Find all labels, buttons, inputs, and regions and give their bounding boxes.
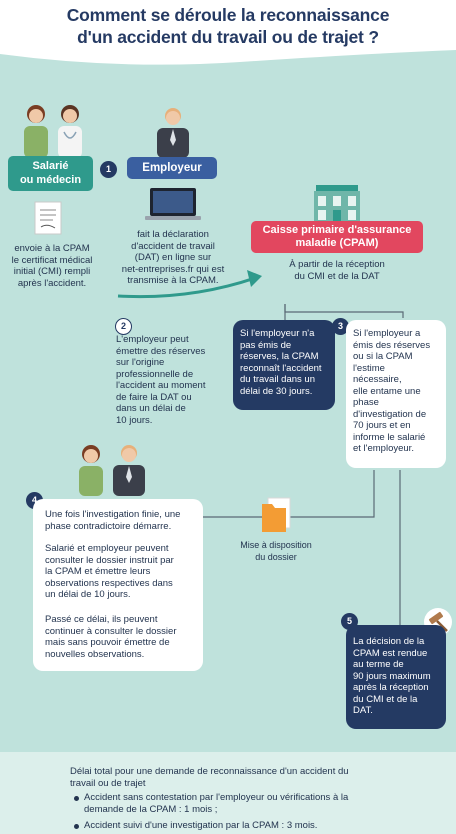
employeur-text: fait la déclaration d'accident de travai…: [121, 229, 225, 286]
step-5-card: La décision de la CPAM est rendue au ter…: [346, 625, 446, 729]
reserve-text: Si l'employeur a émis des réserves ou si…: [353, 328, 431, 454]
dossier-text: Mise à disposition du dossier: [240, 540, 312, 562]
step-4-p3: Passé ce délai, ils peuvent continuer à …: [45, 614, 177, 660]
footer-intro: Délai total pour une demande de reconnai…: [70, 766, 349, 789]
laptop-icon: [145, 188, 201, 220]
building-icon: [314, 185, 360, 223]
step-2-text: L'employeur peut émettre des réserves su…: [116, 334, 206, 426]
footer-bullet-1: Accident sans contestation par l'employe…: [84, 792, 349, 815]
cpam-text: À partir de la réception du CMI et de la…: [289, 259, 385, 282]
footer-bullet-2: Accident suivi d'une investigation par l…: [84, 820, 318, 831]
page-title: Comment se déroule la reconnaissance d'u…: [66, 5, 390, 47]
no-reserve-text: Si l'employeur n'a pas émis de réserves,…: [240, 328, 322, 397]
employee-employer-icon: [79, 445, 145, 496]
folder-icon: [262, 497, 291, 532]
salarie-label: Salarié ou médecin: [8, 156, 93, 191]
header-wave: [0, 50, 456, 72]
step-4-p2: Salarié et employeur peuvent consulter l…: [45, 543, 174, 600]
step-4-card: Une fois l'investigation finie, une phas…: [33, 499, 203, 671]
step-4-p1: Une fois l'investigation finie, une phas…: [45, 509, 181, 532]
woman-icon: [24, 105, 82, 158]
header: Comment se déroule la reconnaissance d'u…: [0, 0, 456, 72]
bullet-dot: [74, 796, 79, 801]
reserve-card: Si l'employeur a émis des réserves ou si…: [346, 320, 446, 468]
businessman-icon: [157, 108, 189, 158]
step-2-badge: 2: [115, 318, 132, 335]
bullet-dot: [74, 824, 79, 829]
step-5-text: La décision de la CPAM est rendue au ter…: [353, 636, 431, 716]
step-1-badge: 1: [100, 161, 117, 178]
document-icon: [34, 201, 62, 235]
employeur-label: Employeur: [127, 157, 217, 179]
footer: Délai total pour une demande de reconnai…: [0, 752, 456, 834]
step-3-badge: 3: [332, 318, 349, 335]
no-reserve-card: Si l'employeur n'a pas émis de réserves,…: [233, 320, 335, 410]
cpam-label: Caisse primaire d'assurance maladie (CPA…: [251, 221, 423, 253]
salarie-text: envoie à la CPAM le certificat médical i…: [11, 243, 93, 289]
